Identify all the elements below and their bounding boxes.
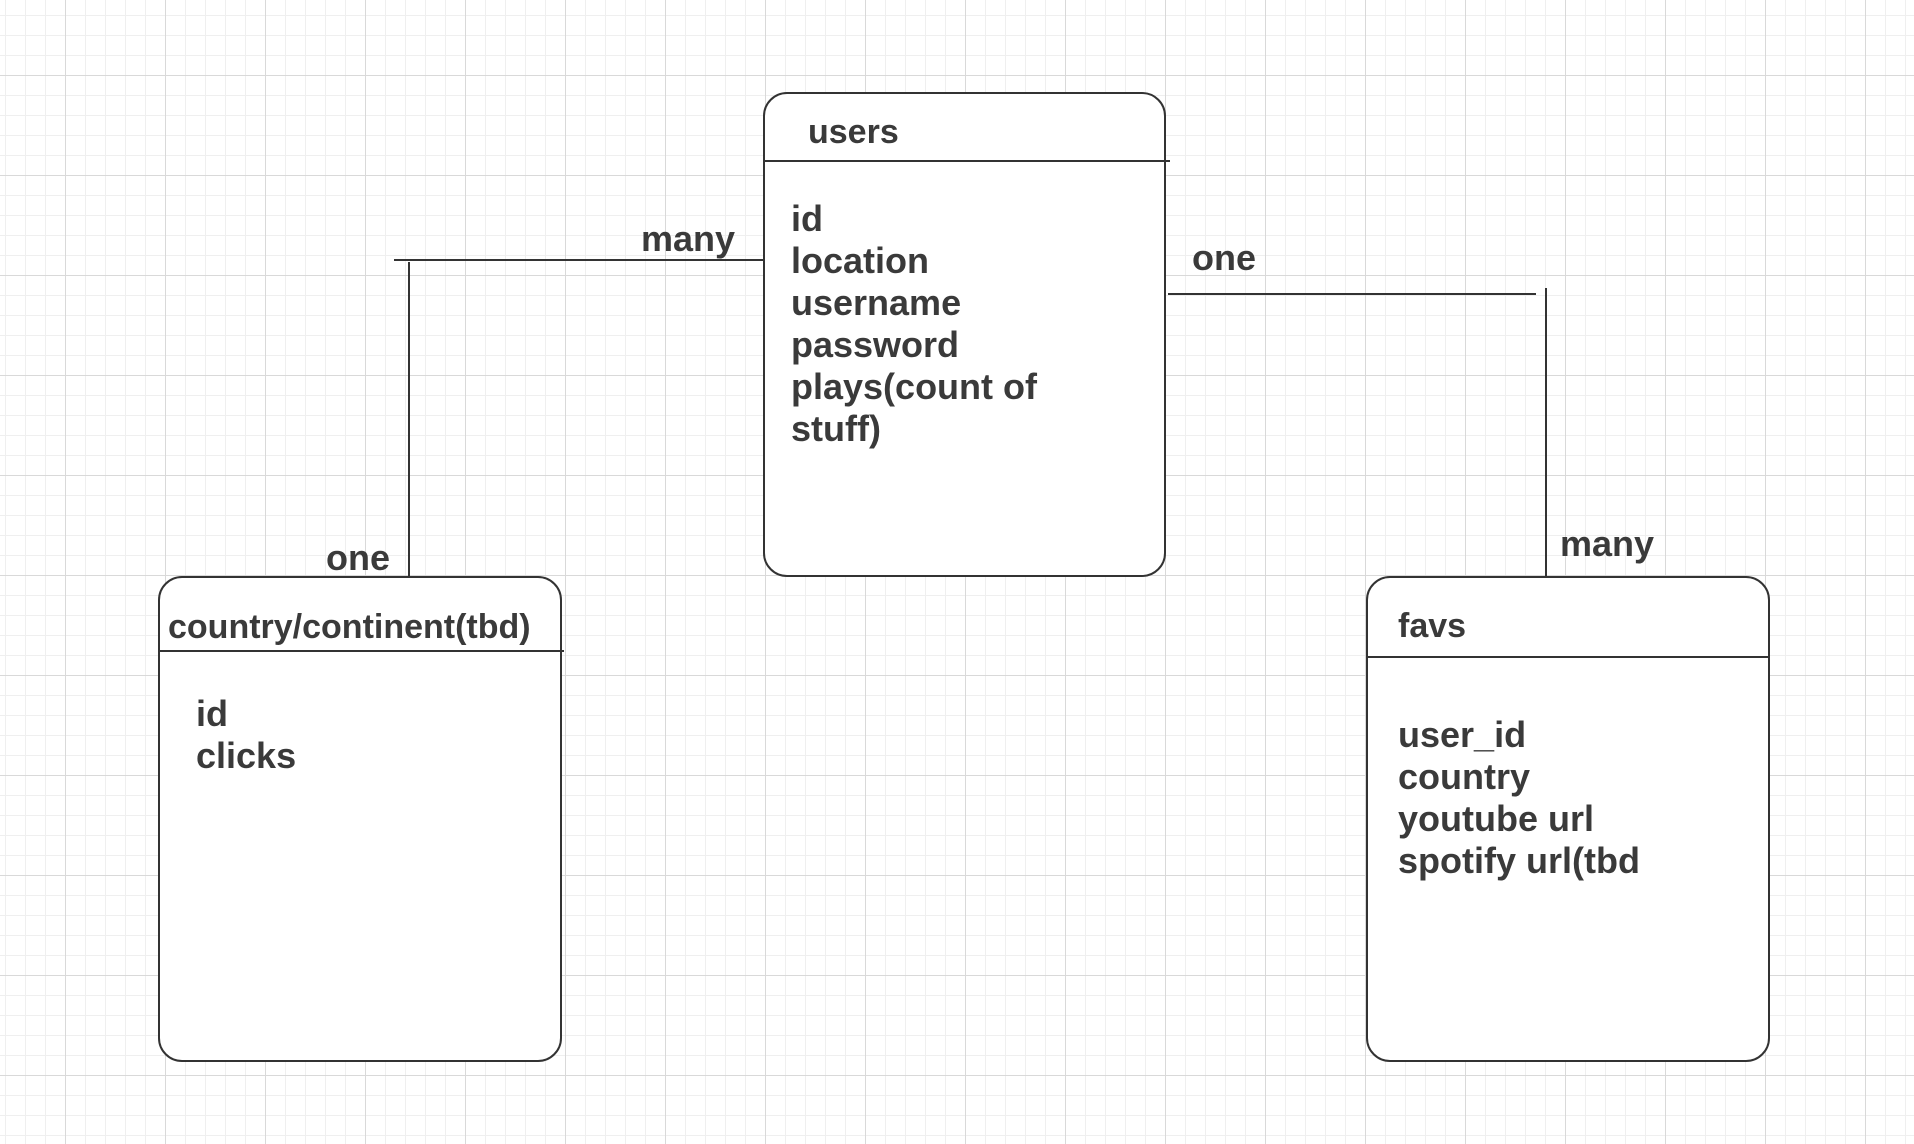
entity-country-fields: id clicks	[196, 693, 296, 777]
field-item: youtube url	[1398, 798, 1594, 839]
entity-favs-fields: user_id country youtube url spotify url(…	[1398, 714, 1640, 882]
field-item: spotify url(tbd	[1398, 840, 1640, 881]
entity-users-fields: id location username password plays(coun…	[791, 198, 1037, 450]
entity-country-header: country/continent(tbd)	[160, 578, 564, 652]
entity-users[interactable]: users id location username password play…	[763, 92, 1170, 577]
field-item: id	[196, 693, 228, 734]
field-item: clicks	[196, 735, 297, 776]
cardinality-label-country-one: one	[326, 537, 391, 578]
field-item: id	[791, 198, 823, 239]
field-item: username	[791, 282, 962, 323]
cardinality-label-users-one: one	[1192, 237, 1257, 278]
entity-users-header: users	[765, 94, 1170, 162]
entity-country[interactable]: country/continent(tbd) id clicks	[158, 576, 564, 1062]
entity-favs-header: favs	[1368, 578, 1768, 658]
entity-favs-title: favs	[1398, 607, 1467, 645]
field-item: plays(count of	[791, 366, 1038, 407]
field-item: location	[791, 240, 930, 281]
field-item: password	[791, 324, 960, 365]
entity-users-title: users	[808, 113, 899, 151]
field-item: stuff)	[791, 408, 881, 449]
cardinality-label-favs-many: many	[1560, 523, 1655, 564]
entity-favs[interactable]: favs user_id country youtube url spotify…	[1366, 576, 1770, 1062]
field-item: country	[1398, 756, 1531, 797]
field-item: user_id	[1398, 714, 1527, 755]
cardinality-label-users-many: many	[641, 218, 736, 259]
entity-country-title: country/continent(tbd)	[168, 608, 531, 646]
